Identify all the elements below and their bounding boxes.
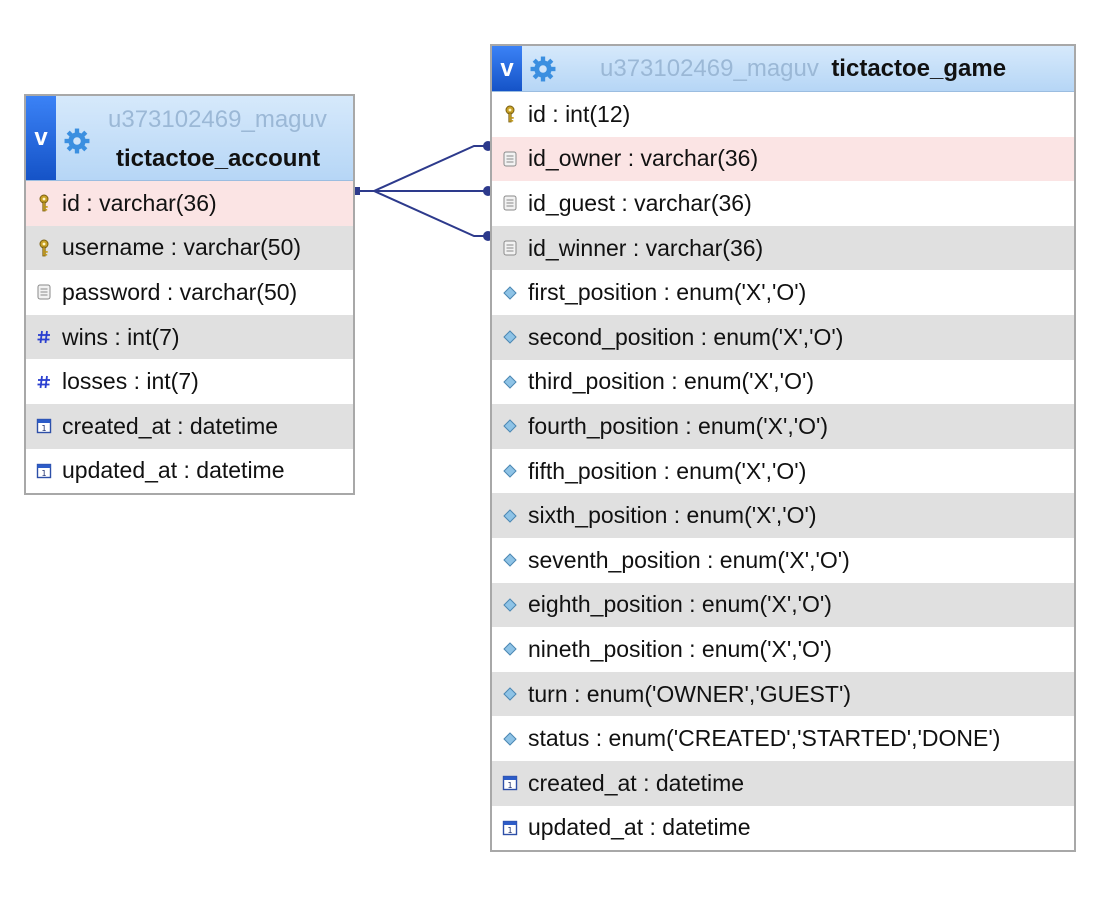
enum-column-icon: [500, 639, 520, 659]
svg-text:1: 1: [41, 424, 46, 433]
column-label: fifth_position : enum('X','O'): [528, 457, 807, 484]
table-title: u373102469_maguv tictactoe_game: [600, 55, 1006, 83]
gear-icon[interactable]: [64, 128, 90, 154]
column-list: id : int(12) id_owner : varchar(36) id_gue…: [492, 92, 1074, 850]
column-row[interactable]: id_owner : varchar(36): [492, 136, 1074, 182]
column-row[interactable]: first_position : enum('X','O'): [492, 270, 1074, 315]
column-row[interactable]: sixth_position : enum('X','O'): [492, 493, 1074, 538]
column-label: created_at : datetime: [528, 769, 745, 796]
column-row[interactable]: wins : int(7): [26, 314, 353, 360]
enum-column-icon: [500, 461, 520, 481]
enum-column-icon: [500, 416, 520, 436]
column-row[interactable]: id : varchar(36): [26, 181, 353, 226]
column-label: second_position : enum('X','O'): [528, 323, 844, 350]
database-name: u373102469_maguv: [600, 55, 819, 82]
column-label: id_winner : varchar(36): [528, 234, 764, 261]
column-label: id : int(12): [528, 100, 631, 127]
column-row[interactable]: id : int(12): [492, 92, 1074, 137]
column-label: third_position : enum('X','O'): [528, 368, 815, 395]
column-row[interactable]: losses : int(7): [26, 359, 353, 404]
column-label: id : varchar(36): [62, 189, 217, 216]
column-label: wins : int(7): [62, 323, 180, 350]
gear-icon[interactable]: [530, 56, 556, 82]
column-row[interactable]: eighth_position : enum('X','O'): [492, 582, 1074, 628]
collapse-toggle[interactable]: v: [26, 96, 56, 180]
enum-column-icon: [500, 327, 520, 347]
number-column-icon: [34, 327, 54, 347]
database-name: u373102469_maguv: [108, 106, 327, 133]
relation-owner: [356, 145, 490, 192]
text-column-icon: [500, 238, 520, 258]
column-row[interactable]: 1 updated_at : datetime: [492, 806, 1074, 851]
svg-text:1: 1: [507, 781, 512, 790]
column-label: id_owner : varchar(36): [528, 145, 759, 172]
date-column-icon: 1: [500, 818, 520, 838]
column-row[interactable]: username : varchar(50): [26, 225, 353, 271]
column-row[interactable]: status : enum('CREATED','STARTED','DONE'…: [492, 716, 1074, 761]
relation-anchor: [352, 187, 360, 195]
column-label: created_at : datetime: [62, 412, 279, 439]
column-label: id_guest : varchar(36): [528, 189, 752, 216]
column-row[interactable]: second_position : enum('X','O'): [492, 314, 1074, 360]
column-row[interactable]: id_guest : varchar(36): [492, 181, 1074, 226]
key-icon: [34, 193, 54, 213]
date-column-icon: 1: [34, 461, 54, 481]
enum-column-icon: [500, 729, 520, 749]
enum-column-icon: [500, 595, 520, 615]
enum-column-icon: [500, 372, 520, 392]
column-label: losses : int(7): [62, 368, 199, 395]
key-icon: [500, 104, 520, 124]
column-label: seventh_position : enum('X','O'): [528, 546, 850, 573]
column-label: updated_at : datetime: [62, 457, 285, 484]
text-column-icon: [500, 149, 520, 169]
column-label: first_position : enum('X','O'): [528, 279, 807, 306]
table-tictactoe-account: v u373102469_maguv tictactoe_account id …: [24, 94, 355, 496]
column-label: username : varchar(50): [62, 234, 302, 261]
column-label: fourth_position : enum('X','O'): [528, 412, 829, 439]
text-column-icon: [34, 282, 54, 302]
column-row[interactable]: third_position : enum('X','O'): [492, 360, 1074, 405]
table-header: v u373102469_maguv tictactoe_game: [492, 46, 1074, 92]
column-row[interactable]: turn : enum('OWNER','GUEST'): [492, 671, 1074, 717]
column-row[interactable]: fifth_position : enum('X','O'): [492, 449, 1074, 494]
date-column-icon: 1: [34, 416, 54, 436]
table-header: v u373102469_maguv tictactoe_account: [26, 96, 353, 181]
date-column-icon: 1: [500, 773, 520, 793]
column-row[interactable]: nineth_position : enum('X','O'): [492, 627, 1074, 672]
column-row[interactable]: 1 created_at : datetime: [26, 403, 353, 449]
enum-column-icon: [500, 684, 520, 704]
column-label: turn : enum('OWNER','GUEST'): [528, 680, 851, 707]
number-column-icon: [34, 372, 54, 392]
svg-text:1: 1: [507, 826, 512, 835]
column-row[interactable]: seventh_position : enum('X','O'): [492, 538, 1074, 583]
column-row[interactable]: id_winner : varchar(36): [492, 225, 1074, 271]
column-label: password : varchar(50): [62, 278, 298, 305]
column-row[interactable]: fourth_position : enum('X','O'): [492, 404, 1074, 449]
column-label: sixth_position : enum('X','O'): [528, 502, 817, 529]
svg-text:1: 1: [41, 469, 46, 478]
enum-column-icon: [500, 283, 520, 303]
table-tictactoe-game: v u373102469_maguv tictactoe_game id : i…: [490, 44, 1076, 853]
column-row[interactable]: 1 created_at : datetime: [492, 760, 1074, 806]
column-label: nineth_position : enum('X','O'): [528, 635, 832, 662]
enum-column-icon: [500, 550, 520, 570]
table-name[interactable]: tictactoe_account: [116, 145, 321, 172]
table-name[interactable]: tictactoe_game: [831, 55, 1007, 82]
column-label: updated_at : datetime: [528, 814, 751, 841]
column-label: eighth_position : enum('X','O'): [528, 591, 832, 618]
column-label: status : enum('CREATED','STARTED','DONE'…: [528, 725, 1001, 752]
column-row[interactable]: 1 updated_at : datetime: [26, 449, 353, 494]
relation-winner: [356, 190, 490, 237]
collapse-toggle[interactable]: v: [492, 46, 522, 91]
text-column-icon: [500, 193, 520, 213]
enum-column-icon: [500, 506, 520, 526]
column-list: id : varchar(36) username : varchar(50) pa…: [26, 181, 353, 493]
key-icon: [34, 238, 54, 258]
column-row[interactable]: password : varchar(50): [26, 270, 353, 315]
